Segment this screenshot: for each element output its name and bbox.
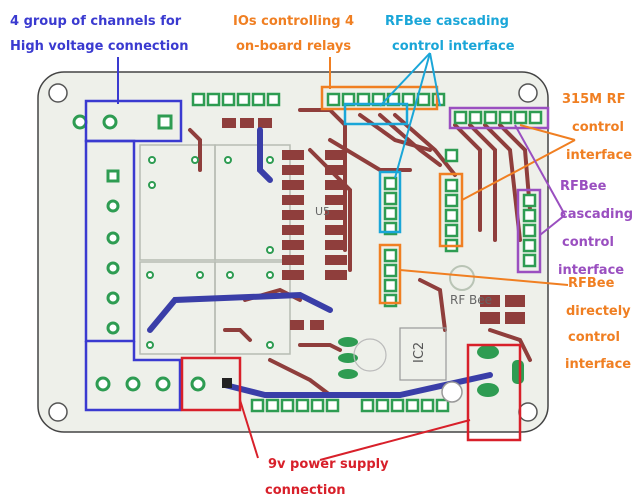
label-cascade-top-line1: RFBee cascading	[385, 14, 509, 29]
red-traces	[188, 108, 532, 397]
u5-silk-label: U5	[315, 205, 330, 218]
power-box-right	[466, 343, 522, 442]
label-high-voltage-line2: High voltage connection	[10, 39, 188, 54]
dc-jack-pad	[222, 378, 232, 388]
label-rf315-line2: control	[572, 120, 624, 135]
rfbee-silk-label: RF Bee	[450, 293, 492, 307]
right-cascade-box-v	[516, 188, 542, 274]
label-ios-relays-line2: on-board relays	[236, 39, 351, 54]
hv-connector-box-side	[84, 139, 136, 343]
right-cascade-box	[448, 106, 550, 130]
vias	[146, 156, 274, 349]
capacitor-outline	[353, 338, 387, 372]
label-ios-relays: IOs controlling 4 on-board relays	[233, 14, 354, 54]
label-direct-line3: control	[568, 330, 620, 345]
button-outline	[441, 381, 463, 403]
mounting-hole	[518, 402, 538, 422]
label-ios-relays-line1: IOs controlling 4	[233, 14, 354, 29]
rfbee-antenna-ring	[449, 265, 475, 291]
label-cascade-right-line4: interface	[558, 263, 624, 278]
label-direct-line2: directely	[566, 304, 631, 319]
rf315-box	[438, 172, 464, 248]
label-rf315: 315M RF control interface	[562, 92, 632, 163]
label-high-voltage-line1: 4 group of channels for	[10, 14, 182, 29]
direct-box	[378, 243, 402, 305]
power-box	[180, 356, 242, 412]
mounting-hole	[48, 83, 68, 103]
mounting-hole	[48, 402, 68, 422]
label-cascade-right-line2: cascading	[560, 207, 633, 222]
cascade-mid-box	[378, 170, 402, 234]
label-cascade-right-line1: RFBee	[560, 179, 607, 194]
label-cascade-right: RFBee cascading control interface	[558, 179, 633, 278]
leader-lines	[117, 52, 576, 461]
cascade-top-box	[343, 102, 409, 126]
label-rf315-line1: 315M RF	[562, 92, 626, 107]
label-direct: RFBee directely control interface	[565, 276, 631, 372]
label-rf315-line3: interface	[566, 148, 632, 163]
label-cascade-top-line2: control interface	[392, 39, 515, 54]
mounting-hole	[518, 83, 538, 103]
label-power-line1: 9v power supply	[268, 457, 389, 472]
label-direct-line1: RFBee	[568, 276, 615, 291]
ic2-outline	[399, 327, 447, 381]
pcb-board	[37, 71, 549, 433]
relay-outlines	[139, 144, 291, 355]
label-high-voltage: 4 group of channels for High voltage con…	[10, 14, 188, 54]
label-cascade-right-line3: control	[562, 235, 614, 250]
relay-io-box	[320, 85, 439, 111]
hv-connector-box-join	[84, 341, 182, 412]
label-cascade-top: RFBee cascading control interface	[385, 14, 515, 54]
label-direct-line4: interface	[565, 357, 631, 372]
smd-pads	[222, 118, 525, 330]
label-power-line2: connection	[265, 483, 346, 498]
terminal-pads	[72, 114, 206, 392]
ic2-label: IC2	[412, 342, 427, 363]
label-power: 9v power supply connection	[265, 457, 389, 498]
